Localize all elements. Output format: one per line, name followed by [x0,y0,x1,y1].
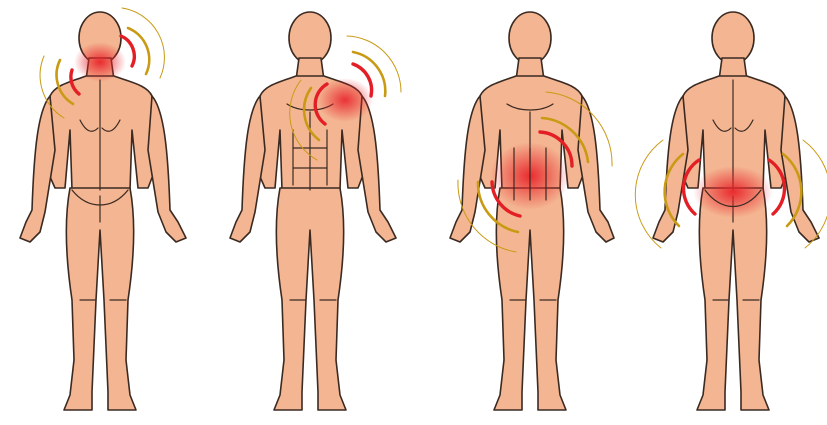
pain-heat-neck [74,42,126,82]
figure-back-lower-back-pain [621,0,827,425]
body-outline [450,12,614,410]
figure-front-abdomen-pain [414,0,621,425]
body-outline [230,12,396,410]
figure-back-neck-pain [0,0,207,425]
pain-heat-lower-back [693,166,773,218]
figure-front-shoulder-pain [207,0,414,425]
